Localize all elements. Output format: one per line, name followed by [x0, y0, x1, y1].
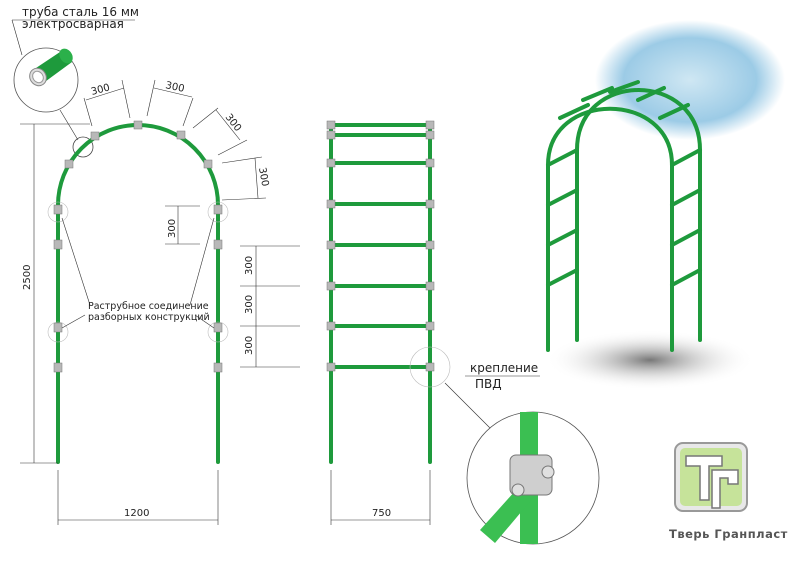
3d-rung: [670, 148, 702, 167]
pipe-title: труба сталь 16 мм: [22, 5, 139, 19]
height-dimension: 2500: [22, 265, 33, 290]
3d-rung: [581, 86, 614, 102]
3d-rung: [546, 228, 579, 247]
joint-note-line2: разборных конструкций: [88, 312, 210, 323]
ladder-spacing-2: 300: [244, 295, 255, 314]
ladder-joint: [425, 321, 435, 331]
brand-name: Тверь Гранпласт: [669, 527, 788, 541]
ground-shadow: [545, 330, 755, 390]
pipe-section-icon: [29, 48, 73, 87]
ladder-joint: [425, 240, 435, 250]
arc-spacing-2: 300: [164, 80, 185, 95]
arch-3d-view: [545, 20, 785, 390]
joint-note-line1: Раструбное соединение: [88, 301, 209, 312]
ladder-joint: [326, 281, 336, 291]
arrow-icon: [11, 19, 23, 56]
mount-title: крепление: [470, 361, 538, 375]
3d-rung: [546, 188, 579, 207]
ladder-width-dimension: 750: [372, 508, 391, 519]
3d-rung: [608, 80, 640, 94]
arc-spacing-3: 300: [223, 112, 243, 134]
ladder-joint: [326, 362, 336, 372]
mount-clamp-icon: [480, 412, 555, 544]
3d-rung: [670, 268, 702, 287]
3d-rung: [546, 268, 579, 287]
3d-rung: [658, 103, 690, 120]
ladder-joint: [326, 199, 336, 209]
3d-rung: [670, 188, 702, 207]
ladder-joint: [425, 281, 435, 291]
3d-rung: [636, 86, 666, 102]
ladder-rungs: [326, 120, 435, 372]
ladder-joint: [425, 158, 435, 168]
ladder-joint: [326, 130, 336, 140]
3d-rung: [670, 228, 702, 247]
ladder-joint: [326, 321, 336, 331]
arch-joints: [53, 120, 223, 373]
sky-backdrop: [595, 20, 785, 140]
ladder-joint: [425, 120, 435, 130]
3d-front-arch: [546, 106, 674, 352]
ladder-joint: [326, 158, 336, 168]
pipe-callout: труба сталь 16 мм электросварная: [11, 5, 139, 158]
arc-spacing-4: 300: [256, 167, 270, 188]
ladder-joint: [425, 130, 435, 140]
mount-subtitle: ПВД: [475, 377, 502, 391]
arch-front-view: Раструбное соединение разборных конструк…: [20, 79, 270, 525]
ladder-joint: [425, 362, 435, 372]
mount-detail: крепление ПВД: [409, 346, 600, 545]
ladder-spacing-3: 300: [244, 336, 255, 355]
ladder-joint: [326, 120, 336, 130]
ladder-joint: [425, 199, 435, 209]
brand-logo: Тверь Гранпласт: [669, 442, 788, 541]
arch-side-view: 300 300 300 750: [240, 120, 435, 525]
3d-rung: [558, 103, 590, 120]
side-spacing-dimension: 300: [167, 219, 178, 238]
pipe-subtitle: электросварная: [22, 17, 124, 31]
arch-width-dimension: 1200: [124, 508, 149, 519]
ladder-joint: [326, 240, 336, 250]
3d-rungs: [546, 80, 702, 287]
3d-rung: [546, 148, 579, 167]
3d-rear-arch: [575, 88, 702, 342]
ladder-spacing-1: 300: [244, 256, 255, 275]
arc-spacing-1: 300: [90, 82, 111, 98]
